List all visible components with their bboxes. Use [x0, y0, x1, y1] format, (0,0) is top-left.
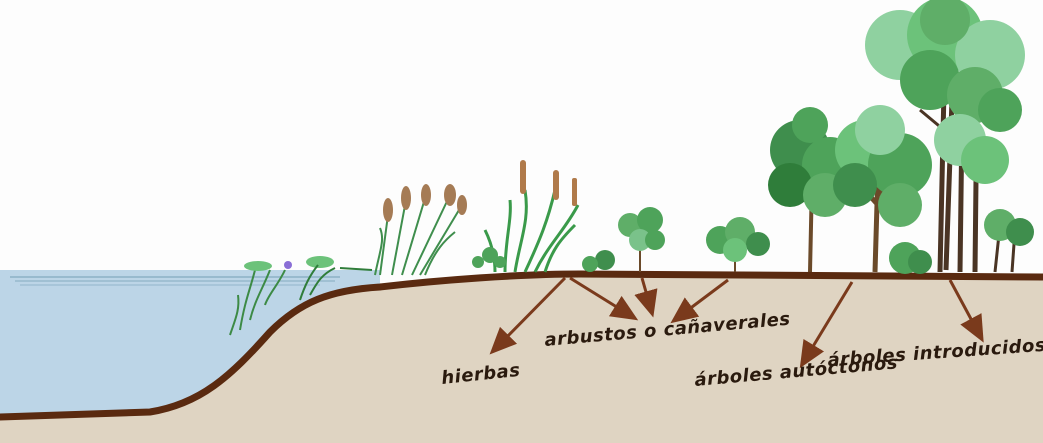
shrubs: [582, 207, 770, 272]
lily-leaf: [306, 256, 334, 268]
shrub-icon: [889, 242, 932, 274]
shrub-icon: [706, 217, 770, 272]
reed-icon: [483, 189, 580, 273]
native-trees: [768, 105, 932, 274]
shrub-icon: [582, 250, 615, 272]
aquatic-plants: [229, 256, 373, 336]
tree-icon: [833, 105, 932, 273]
arrow-icon: [799, 281, 854, 369]
cattails: [483, 160, 580, 273]
lily-leaf: [244, 261, 272, 271]
water: [0, 270, 380, 414]
arrow-icon: [569, 276, 639, 321]
shrub-icon: [618, 207, 665, 272]
tree-icon: [865, 0, 1025, 273]
reeds: [374, 184, 467, 276]
reed-plumes: [383, 184, 467, 222]
introduced-trees: [865, 0, 1034, 273]
arrow-icon: [489, 276, 567, 355]
arrow-icon: [634, 277, 658, 318]
herbs: [472, 247, 506, 268]
water-surface-texture: [10, 276, 340, 286]
cattail-spikes: [520, 160, 577, 206]
aquatic-plant-icon: [299, 264, 373, 301]
lily-flower: [284, 261, 292, 269]
soil: [0, 272, 1043, 443]
tree-icon: [984, 209, 1034, 273]
arrow-icon: [670, 278, 729, 324]
aquatic-plant-icon: [229, 269, 286, 336]
arrow-icon: [948, 279, 984, 343]
arrows: [489, 276, 984, 369]
reed-icon: [374, 194, 463, 276]
bank-line: [0, 270, 1043, 421]
